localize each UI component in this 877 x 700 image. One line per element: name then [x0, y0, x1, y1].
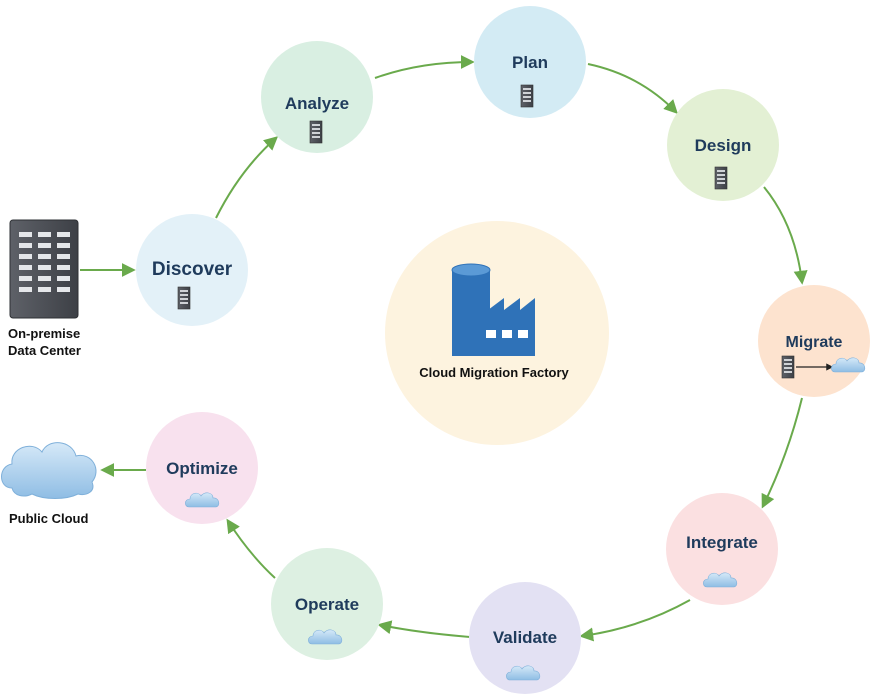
stage-label-operate: Operate	[295, 595, 359, 614]
server-icon	[714, 166, 728, 190]
stage-circle	[261, 41, 373, 153]
arrow-design-to-migrate	[763, 186, 808, 285]
center-label: Cloud Migration Factory	[419, 365, 569, 380]
stage-circle	[136, 214, 248, 326]
factory-icon	[451, 263, 535, 356]
stage-design[interactable]: Design	[667, 89, 779, 201]
stage-validate[interactable]: Validate	[469, 582, 581, 694]
stage-label-migrate: Migrate	[786, 334, 843, 351]
public-cloud-label: Public Cloud	[9, 511, 89, 526]
arrow-operate-to-optimize	[226, 518, 276, 579]
stage-optimize[interactable]: Optimize	[146, 412, 258, 524]
cloud-migration-factory: Cloud Migration Factory	[385, 221, 609, 445]
arrow-migrate-to-integrate	[761, 397, 803, 509]
server-icon	[309, 120, 323, 144]
stage-integrate[interactable]: Integrate	[666, 493, 778, 605]
on-premise-label-line1: On-premise	[8, 326, 80, 341]
stage-plan[interactable]: Plan	[474, 6, 586, 118]
arrow-plan-to-design	[587, 63, 678, 115]
stage-discover[interactable]: Discover	[136, 214, 248, 326]
flow-arrows	[80, 55, 808, 642]
stage-circle	[271, 548, 383, 660]
stage-label-integrate: Integrate	[686, 533, 758, 552]
on-premise-datacenter: On-premise Data Center	[8, 219, 81, 358]
stage-label-design: Design	[695, 136, 752, 155]
arrow-discover-to-analyze	[215, 136, 279, 219]
stage-circle	[667, 89, 779, 201]
stage-circle	[469, 582, 581, 694]
server-icon	[177, 286, 191, 310]
arrow-validate-to-operate	[377, 620, 471, 638]
stage-circle	[146, 412, 258, 524]
stage-circle	[666, 493, 778, 605]
stage-label-discover: Discover	[152, 259, 233, 280]
stage-circle	[474, 6, 586, 118]
stage-label-validate: Validate	[493, 628, 557, 647]
stage-analyze[interactable]: Analyze	[261, 41, 373, 153]
server-icon	[520, 84, 534, 108]
public-cloud: Public Cloud	[1, 442, 97, 526]
stage-operate[interactable]: Operate	[271, 548, 383, 660]
public-cloud-icon	[1, 442, 97, 499]
server-to-cloud-icon	[781, 355, 866, 379]
stage-label-plan: Plan	[512, 53, 548, 72]
building-icon	[9, 219, 79, 319]
arrow-integrate-to-validate	[579, 599, 691, 642]
on-premise-label-line2: Data Center	[8, 343, 81, 358]
stage-label-optimize: Optimize	[166, 459, 238, 478]
stages: Discover Analyze Plan Design Migrate	[136, 6, 870, 694]
stage-label-analyze: Analyze	[285, 94, 349, 113]
arrow-analyze-to-plan	[374, 55, 475, 79]
stage-migrate[interactable]: Migrate	[758, 285, 870, 397]
